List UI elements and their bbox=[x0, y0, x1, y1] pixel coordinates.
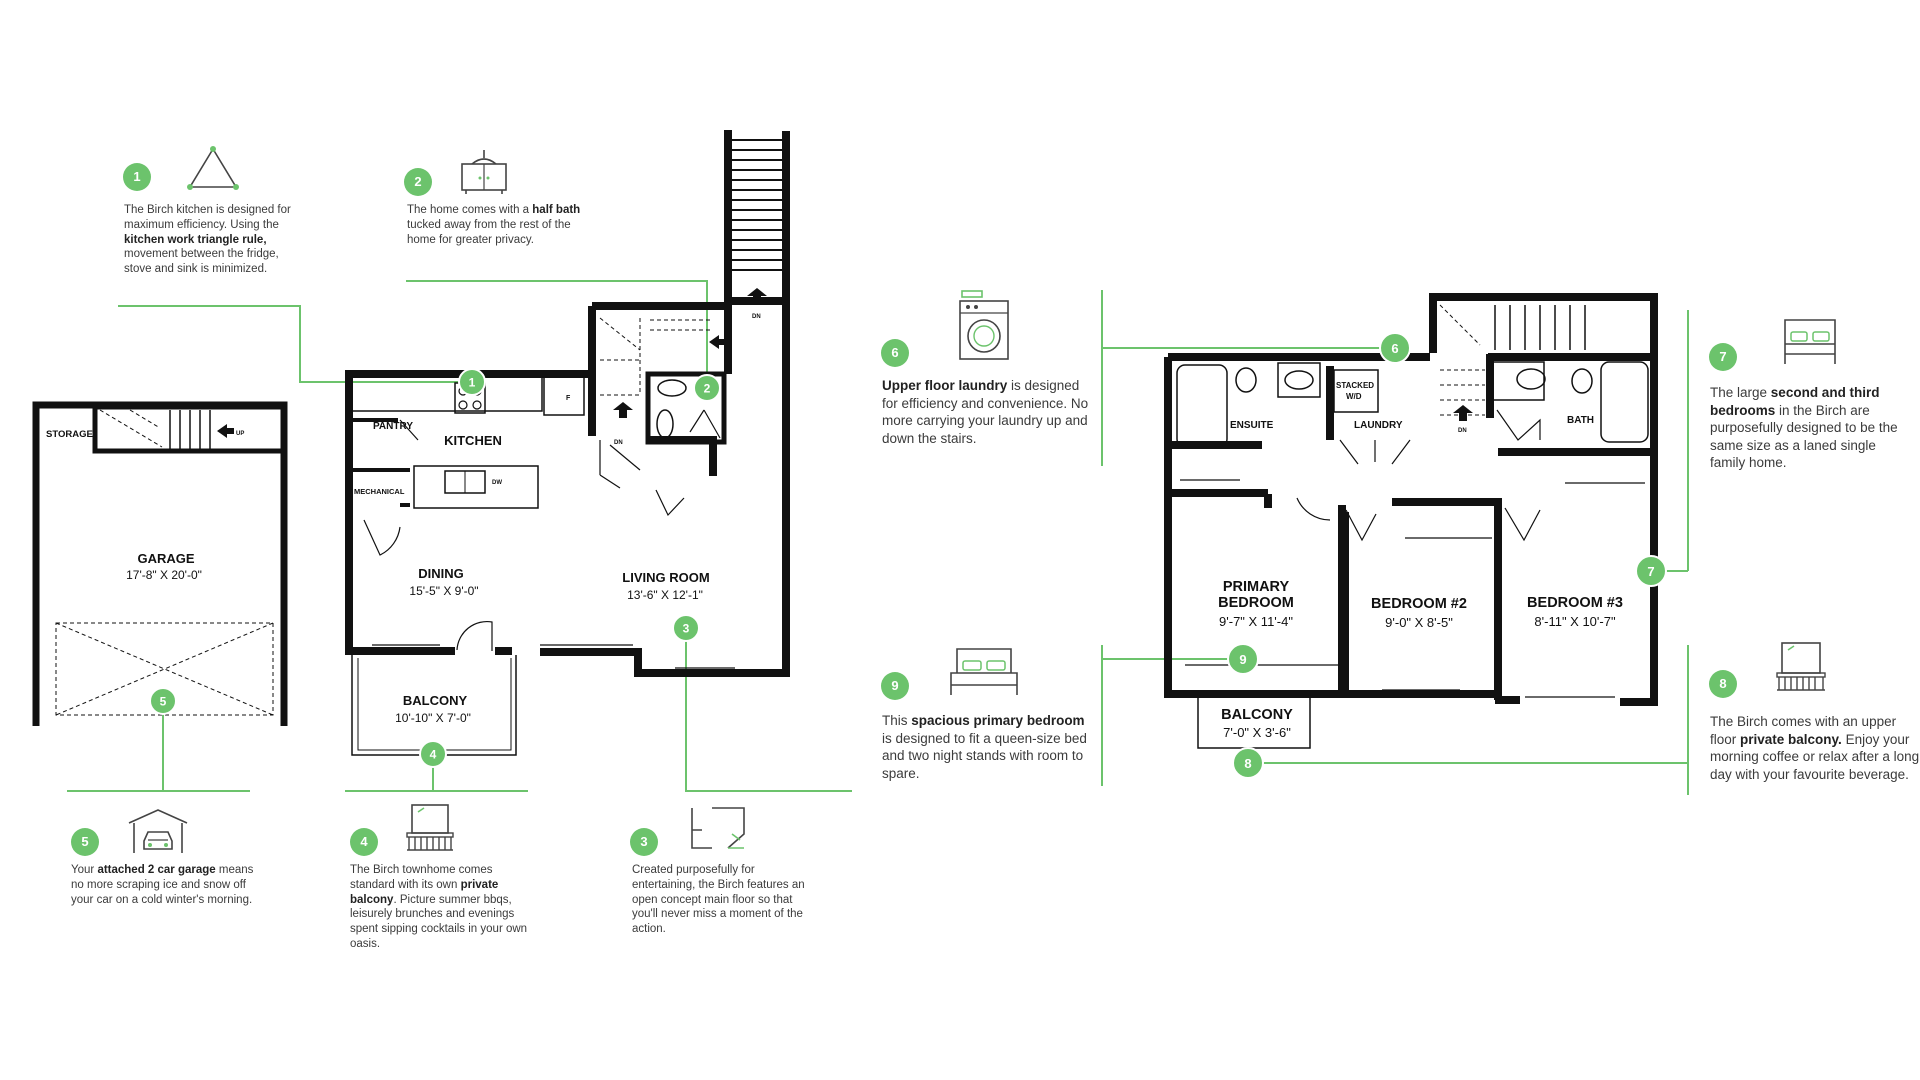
garage-car-icon bbox=[128, 809, 188, 853]
ensuite-label: ENSUITE bbox=[1230, 420, 1274, 431]
plan-marker-7: 7 bbox=[1635, 555, 1667, 587]
callout-badge-8: 8 bbox=[1709, 670, 1737, 698]
bed-icon bbox=[1784, 319, 1836, 364]
callout-badge-4: 4 bbox=[350, 828, 378, 856]
down-label-3: DN bbox=[1458, 428, 1467, 434]
plan-marker-8: 8 bbox=[1232, 747, 1264, 779]
storage-label: STORAGE bbox=[46, 429, 93, 440]
kitchen-label: KITCHEN bbox=[444, 433, 502, 448]
leader-1 bbox=[118, 305, 472, 383]
svg-text:9: 9 bbox=[1239, 652, 1246, 667]
svg-text:5: 5 bbox=[160, 695, 167, 709]
down-label-1: DN bbox=[614, 440, 623, 446]
callout-badge-2: 2 bbox=[404, 168, 432, 196]
main-balcony-dimensions: 10'-10" X 7'-0" bbox=[395, 711, 471, 725]
up-arrow-icon bbox=[217, 424, 234, 438]
bath-label: BATH bbox=[1567, 415, 1594, 426]
plan-marker-1: 1 bbox=[458, 368, 486, 396]
svg-text:7: 7 bbox=[1647, 564, 1654, 579]
primary-bedroom-label-1: PRIMARY bbox=[1223, 579, 1290, 595]
callout-text-3: Created purposefully for entertaining, t… bbox=[632, 864, 805, 936]
callout-badge-1: 1 bbox=[123, 163, 151, 191]
left-arrow-icon bbox=[709, 335, 728, 349]
plan-marker-3: 3 bbox=[672, 614, 700, 642]
garage-plan: STORAGE UP GARAGE 17'-8" X 20'-0" bbox=[32, 401, 288, 726]
callout-text-9: This spacious primary bedroom is designe… bbox=[882, 713, 1087, 781]
dishwasher-label: DW bbox=[492, 480, 502, 486]
upper-floor-plan: ENSUITE STACKED W/D LAUNDRY DN BATH PRIM… bbox=[1164, 293, 1658, 749]
callout-text-7: The large second and third bedrooms in t… bbox=[1710, 385, 1898, 470]
mechanical-label: MECHANICAL bbox=[354, 487, 405, 496]
pantry-label: PANTRY bbox=[373, 421, 413, 432]
svg-text:1: 1 bbox=[469, 376, 476, 390]
plan-markers: 1 2 3 4 5 6 7 8 9 bbox=[149, 332, 1667, 779]
fridge-label: F bbox=[566, 395, 571, 402]
callout-text-6: Upper floor laundry is designed for effi… bbox=[882, 378, 1089, 446]
upper-balcony-label: BALCONY bbox=[1221, 707, 1293, 723]
up-label: UP bbox=[236, 431, 244, 437]
plan-marker-2: 2 bbox=[693, 374, 721, 402]
leader-3 bbox=[685, 628, 852, 792]
upper-balcony-dimensions: 7'-0" X 3'-6" bbox=[1223, 725, 1291, 740]
garage-dimensions: 17'-8" X 20'-0" bbox=[126, 568, 202, 582]
bedroom-3-dimensions: 8'-11" X 10'-7" bbox=[1534, 614, 1616, 629]
bed-icon-primary bbox=[950, 648, 1018, 695]
primary-bedroom-label-2: BEDROOM bbox=[1218, 595, 1294, 611]
plan-marker-6: 6 bbox=[1379, 332, 1411, 364]
primary-bedroom-dimensions: 9'-7" X 11'-4" bbox=[1219, 614, 1293, 629]
svg-text:4: 4 bbox=[430, 748, 437, 762]
callout-text-5: Your attached 2 car garage means no more… bbox=[71, 864, 254, 906]
dining-label: DINING bbox=[418, 566, 464, 581]
bedroom-3-label: BEDROOM #3 bbox=[1527, 595, 1623, 611]
callout-text-4: The Birch townhome comes standard with i… bbox=[350, 864, 528, 950]
plan-marker-9: 9 bbox=[1227, 643, 1259, 675]
main-floor-plan: F DW DN DN PANTRY KITCHEN MECHANICAL DIN bbox=[345, 130, 790, 756]
balcony-icon-upper bbox=[1776, 642, 1826, 691]
bedroom-2-dimensions: 9'-0" X 8'-5" bbox=[1385, 615, 1453, 630]
washer-icon bbox=[959, 290, 1009, 360]
triangle-icon bbox=[187, 146, 239, 190]
washer-dryer-label: W/D bbox=[1346, 392, 1362, 401]
down-arrow-icon bbox=[613, 402, 633, 418]
up-arrow-icon-upper bbox=[1453, 405, 1473, 421]
callout-badge-9: 9 bbox=[881, 672, 909, 700]
laundry-label: LAUNDRY bbox=[1354, 420, 1403, 431]
floorplan-icon bbox=[691, 807, 745, 849]
callout-badge-3: 3 bbox=[630, 828, 658, 856]
stacked-label: STACKED bbox=[1336, 381, 1374, 390]
leader-lines bbox=[67, 280, 1689, 795]
balcony-icon bbox=[406, 804, 454, 851]
down-arrow-icon-2 bbox=[747, 288, 767, 304]
callout-badge-7: 7 bbox=[1709, 343, 1737, 371]
plan-marker-4: 4 bbox=[419, 740, 447, 768]
down-label-2: DN bbox=[752, 314, 761, 320]
leader-2 bbox=[406, 280, 708, 388]
callout-text-8: The Birch comes with an upper floor priv… bbox=[1710, 714, 1920, 782]
callout-text-1: The Birch kitchen is designed for maximu… bbox=[124, 204, 291, 276]
garage-label: GARAGE bbox=[137, 551, 194, 566]
main-balcony-label: BALCONY bbox=[403, 693, 468, 708]
living-room-label: LIVING ROOM bbox=[622, 570, 709, 585]
svg-text:6: 6 bbox=[1391, 341, 1398, 356]
dining-dimensions: 15'-5" X 9'-0" bbox=[409, 584, 478, 598]
svg-text:3: 3 bbox=[683, 622, 690, 636]
vanity-icon bbox=[461, 150, 507, 194]
callout-text-2: The home comes with a half bath tucked a… bbox=[407, 204, 581, 246]
svg-text:8: 8 bbox=[1244, 756, 1251, 771]
plan-marker-5: 5 bbox=[149, 687, 177, 715]
living-room-dimensions: 13'-6" X 12'-1" bbox=[627, 588, 703, 602]
callout-badge-6: 6 bbox=[881, 339, 909, 367]
callout-badge-5: 5 bbox=[71, 828, 99, 856]
bedroom-2-label: BEDROOM #2 bbox=[1371, 596, 1467, 612]
svg-text:2: 2 bbox=[704, 382, 711, 396]
